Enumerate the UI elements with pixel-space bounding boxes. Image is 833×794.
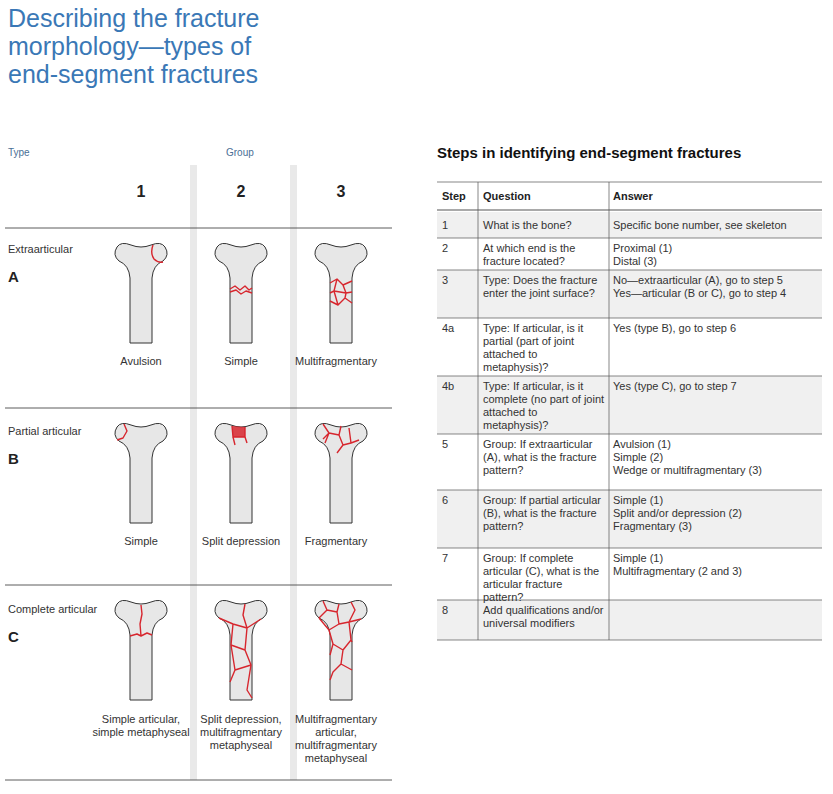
group-number: 3	[321, 183, 361, 201]
title: Describing the fracture morphology—types…	[8, 4, 300, 88]
column-header: Question	[483, 190, 603, 203]
question-cell: Group: If complete articular (C), what i…	[483, 552, 605, 604]
table-title: Steps in identifying end-segment fractur…	[437, 144, 822, 162]
answer-cell: Simple (2)	[613, 451, 818, 464]
column-header: Step	[442, 190, 476, 203]
step-number: 3	[442, 274, 476, 287]
type-header: Type	[8, 146, 68, 159]
answer-cell: Yes (type C), go to step 7	[613, 380, 818, 393]
type-letter: A	[8, 268, 38, 286]
answer-cell: Avulsion (1)	[613, 438, 818, 451]
fracture-caption: Simple	[91, 535, 191, 548]
step-number: 7	[442, 552, 476, 565]
question-cell: At which end is the fracture located?	[483, 242, 605, 268]
fracture-caption: Simple	[191, 355, 291, 368]
group-number: 1	[121, 183, 161, 201]
answer-cell: Fragmentary (3)	[613, 520, 818, 533]
question-cell: What is the bone?	[483, 219, 605, 232]
answer-cell: Yes—articular (B or C), go to step 4	[613, 287, 818, 300]
question-cell: Type: If articular, is it partial (part …	[483, 322, 605, 374]
step-number: 8	[442, 604, 476, 617]
type-letter: C	[8, 628, 38, 646]
answer-cell: Specific bone number, see skeleton	[613, 219, 818, 232]
column-header: Answer	[613, 190, 813, 203]
answer-cell: Proximal (1)	[613, 242, 818, 255]
group-header: Group	[226, 146, 286, 159]
answer-cell: Multifragmentary (2 and 3)	[613, 565, 818, 578]
question-cell: Type: Does the fracture enter the joint …	[483, 274, 605, 300]
question-cell: Group: If partial articular (B), what is…	[483, 494, 605, 533]
step-number: 4b	[442, 380, 476, 393]
answer-cell: No—extraarticular (A), go to step 5	[613, 274, 818, 287]
answer-cell: Simple (1)	[613, 494, 818, 507]
answer-cell: Simple (1)	[613, 552, 818, 565]
fracture-caption: Avulsion	[91, 355, 191, 368]
type-name: Partial articular	[8, 425, 108, 438]
fracture-caption: Simple articular, simple metaphyseal	[86, 713, 196, 739]
fracture-caption: Split depression	[191, 535, 291, 548]
type-letter: B	[8, 450, 38, 468]
step-number: 6	[442, 494, 476, 507]
type-name: Complete articular	[8, 603, 118, 616]
answer-cell: Yes (type B), go to step 6	[613, 322, 818, 335]
group-number: 2	[221, 183, 261, 201]
answer-cell: Wedge or multifragmentary (3)	[613, 464, 818, 477]
answer-cell: Distal (3)	[613, 255, 818, 268]
fracture-caption: Multifragmentary articular, multifragmen…	[286, 713, 386, 765]
answer-cell: Split and/or depression (2)	[613, 507, 818, 520]
question-cell: Add qualifications and/or universal modi…	[483, 604, 605, 630]
step-number: 2	[442, 242, 476, 255]
step-number: 5	[442, 438, 476, 451]
fracture-caption: Split depression, multifragmentary metap…	[186, 713, 296, 752]
step-number: 4a	[442, 322, 476, 335]
fracture-caption: Multifragmentary	[286, 355, 386, 368]
question-cell: Group: If extraarticular (A), what is th…	[483, 438, 605, 477]
fracture-caption: Fragmentary	[286, 535, 386, 548]
question-cell: Type: If articular, is it complete (no p…	[483, 380, 605, 432]
step-number: 1	[442, 219, 476, 232]
type-name: Extraarticular	[8, 243, 108, 256]
